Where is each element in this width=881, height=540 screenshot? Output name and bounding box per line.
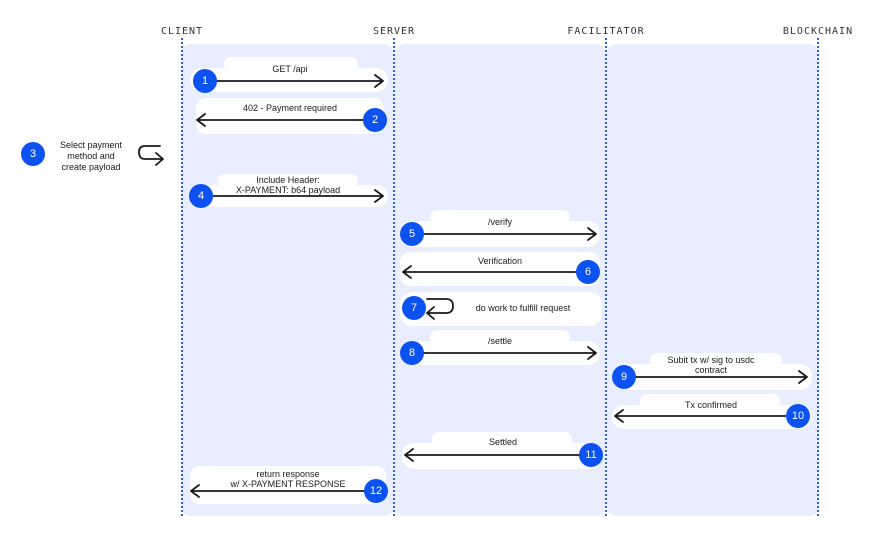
step-1-badge: 1 (193, 69, 217, 93)
step-11-pill (432, 432, 572, 446)
step-1-label: GET /api (272, 64, 308, 74)
step-6-arrow (402, 265, 577, 279)
step-9-badge: 9 (612, 365, 636, 389)
step-12-label-line-1: return response (256, 469, 320, 479)
step-10-badge: 10 (786, 404, 810, 428)
step-7-pill (400, 292, 602, 326)
step-4-pill (218, 174, 358, 188)
step-7-label: do work to fulfill request (475, 303, 571, 313)
step-2-badge: 2 (363, 108, 387, 132)
step-3-loop-arrow (138, 145, 164, 166)
step-3-label-line-3: create payload (61, 162, 121, 172)
step-3-label-line-1: Select payment (59, 140, 123, 150)
step-10-label: Tx confirmed (684, 400, 738, 410)
step-4-arrow (209, 189, 384, 203)
step-12-badge: 12 (364, 479, 388, 503)
step-2-label: 402 - Payment required (242, 103, 338, 113)
lifeline-blockchain (817, 38, 819, 516)
step-6-pill (400, 252, 600, 286)
step-11-pill-base (402, 443, 602, 469)
lifeline-server (393, 38, 395, 516)
step-7-badge: 7 (402, 296, 426, 320)
step-1-pill-base (190, 68, 388, 92)
step-2-arrow (196, 113, 365, 127)
step-8-label: /settle (487, 336, 513, 346)
step-10-pill-base (612, 405, 812, 429)
step-12-arrow (190, 484, 365, 498)
lane-title-client: CLIENT (160, 26, 204, 37)
step-3-label-line-2: method and (67, 151, 115, 161)
lifeline-facilitator (605, 38, 607, 516)
step-1-arrow (209, 74, 384, 88)
facilitator-blockchain-lane-background (607, 44, 819, 516)
step-10-pill (640, 394, 780, 408)
step-2-pill (196, 98, 384, 134)
lane-title-server: SERVER (372, 26, 416, 37)
step-9-label-line-1: Subit tx w/ sig to usdc (667, 355, 755, 365)
step-10-arrow (614, 409, 787, 423)
step-5-pill (430, 210, 570, 224)
step-9-arrow (633, 370, 808, 384)
step-11-badge: 11 (579, 443, 603, 467)
step-5-arrow (421, 227, 597, 241)
step-8-badge: 8 (400, 341, 424, 365)
step-4-badge: 4 (189, 184, 213, 208)
step-5-label: /verify (487, 217, 513, 227)
step-6-label: Verification (477, 256, 523, 266)
step-11-label: Settled (488, 437, 518, 447)
step-9-pill (650, 353, 782, 367)
step-12-label-line-2: w/ X-PAYMENT RESPONSE (230, 479, 346, 489)
step-8-arrow (421, 346, 597, 360)
step-4-label-line-1: Include Header: (256, 175, 320, 185)
step-4-label-line-2: X-PAYMENT: b64 payload (235, 185, 341, 195)
step-7-loop-arrow (426, 298, 454, 320)
lane-title-facilitator: FACILITATOR (567, 26, 645, 37)
step-12-pill (190, 466, 386, 504)
step-6-badge: 6 (576, 260, 600, 284)
step-9-label-line-2: contract (694, 365, 728, 375)
step-1-pill (224, 57, 358, 71)
step-5-badge: 5 (400, 222, 424, 246)
step-8-pill (430, 330, 570, 344)
step-3-badge: 3 (21, 142, 45, 166)
lifeline-client (181, 38, 183, 516)
lane-title-blockchain: BLOCKCHAIN (782, 26, 854, 37)
step-11-arrow (404, 448, 581, 462)
